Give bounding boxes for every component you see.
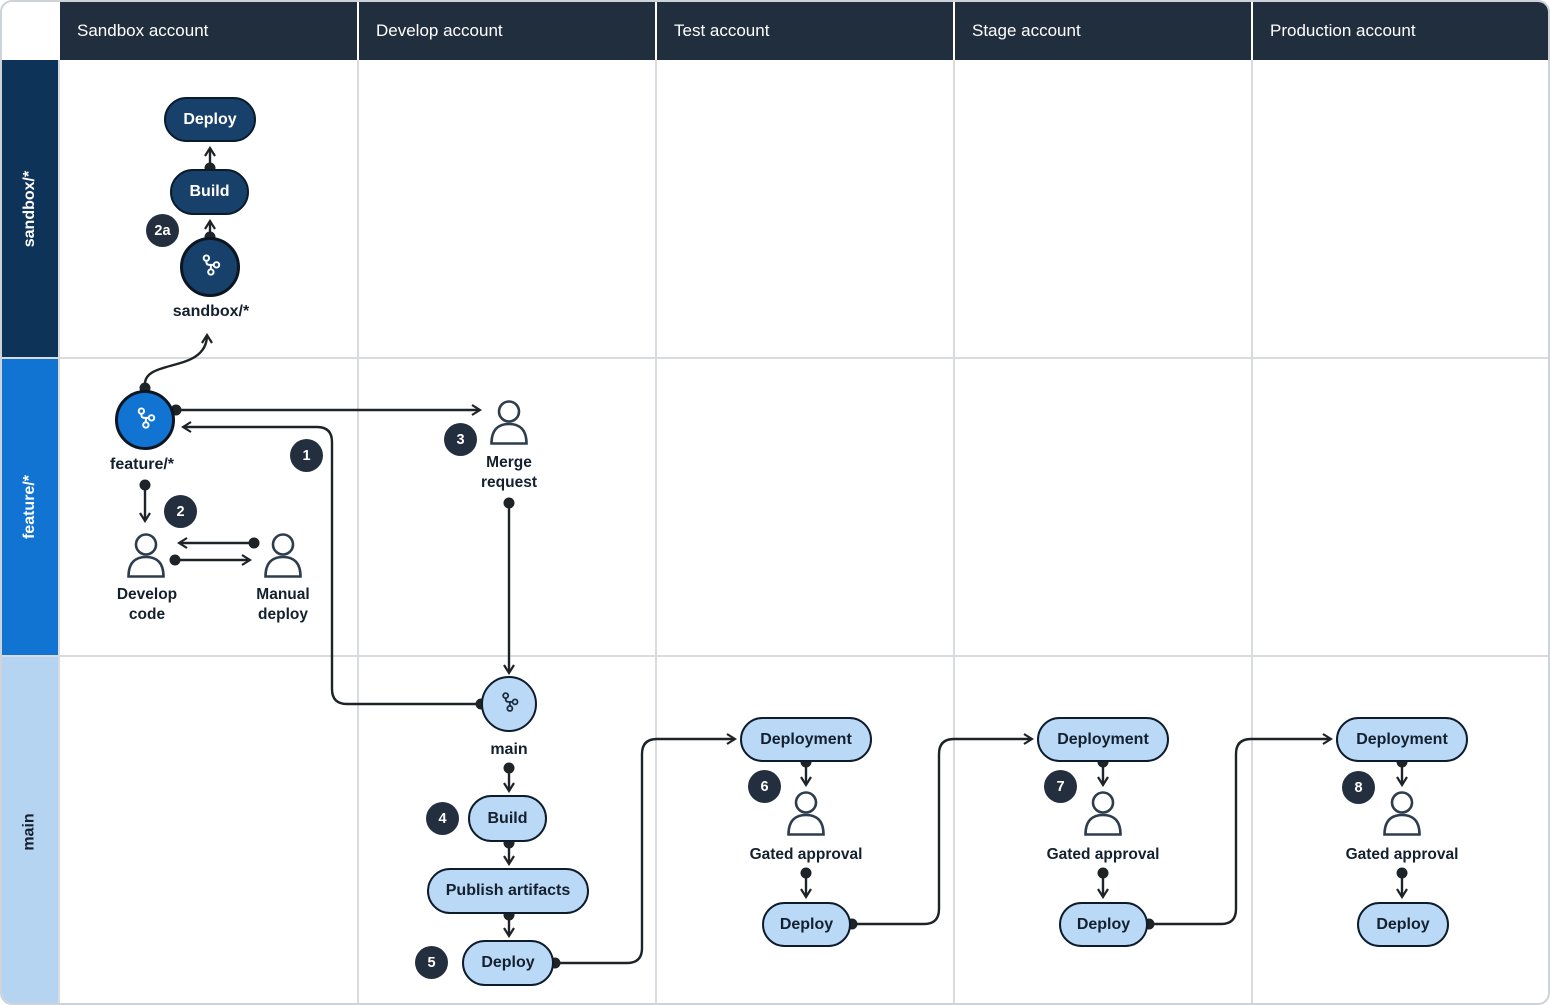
column-header-production-account: Production account (1253, 2, 1548, 60)
sandbox-build-node: Build (170, 169, 249, 215)
develop-code-user-icon (124, 531, 168, 584)
main-branch-label: main (490, 741, 528, 758)
feature-branch-node (115, 390, 175, 450)
main-build-node: Build (468, 795, 547, 842)
git-branch-icon (132, 404, 159, 436)
step-badge-5: 5 (415, 946, 448, 979)
row-label-feature-branch: feature/* (2, 359, 58, 655)
grid-line-vertical-labels (58, 60, 60, 1003)
edge-deploy-to-test-deployment (555, 739, 735, 965)
column-header-develop-account: Develop account (359, 2, 655, 60)
sandbox-branch-node (180, 237, 240, 297)
merge-request-user-icon (487, 398, 531, 451)
prod-deploy-node: Deploy (1357, 902, 1449, 947)
stage-approval-user-icon (1081, 789, 1125, 842)
merge-request-label: Merge request (481, 454, 537, 491)
grid-line-vertical-2 (655, 60, 657, 1003)
grid-line-vertical-4 (1251, 60, 1253, 1003)
stage-deployment-node: Deployment (1037, 717, 1169, 762)
feature-branch-label: feature/* (109, 456, 175, 473)
edge-main-to-feature-branch (183, 427, 481, 706)
step-badge-2: 2 (164, 495, 197, 528)
develop-code-label: Develop code (116, 586, 178, 623)
grid-line-vertical-1 (357, 60, 359, 1003)
manual-deploy-label: Manual deploy (256, 586, 310, 623)
prod-deployment-node: Deployment (1336, 717, 1468, 762)
step-badge-4: 4 (426, 802, 459, 835)
column-header-sandbox-account: Sandbox account (60, 2, 357, 60)
main-deploy-node: Deploy (462, 940, 554, 986)
stage-deploy-node: Deploy (1059, 902, 1148, 947)
stage-gated-approval-label: Gated approval (1046, 846, 1160, 863)
sandbox-branch-label: sandbox/* (172, 303, 250, 320)
test-gated-approval-label: Gated approval (749, 846, 863, 863)
edge-feature-to-sandbox-branch (143, 335, 207, 387)
row-label-sandbox-branch: sandbox/* (2, 60, 58, 357)
edge-stage-to-prod-deployment (1149, 739, 1331, 926)
main-branch-node (481, 676, 537, 732)
step-badge-6: 6 (748, 770, 781, 803)
step-badge-3: 3 (444, 423, 477, 456)
row-label-main-branch: main (2, 657, 58, 1003)
publish-artifacts-node: Publish artifacts (427, 868, 589, 914)
step-badge-2a: 2a (146, 214, 179, 247)
test-approval-user-icon (784, 789, 828, 842)
git-branch-icon (197, 251, 224, 283)
edge-start-dots (139, 162, 1408, 969)
step-badge-8: 8 (1342, 771, 1375, 804)
step-badge-1: 1 (290, 439, 323, 472)
test-deployment-node: Deployment (740, 717, 872, 762)
prod-gated-approval-label: Gated approval (1345, 846, 1459, 863)
grid-line-horizontal-1 (2, 357, 1548, 359)
prod-approval-user-icon (1380, 789, 1424, 842)
grid-line-horizontal-2 (2, 655, 1548, 657)
sandbox-deploy-node: Deploy (164, 97, 256, 142)
column-header-test-account: Test account (657, 2, 953, 60)
test-deploy-node: Deploy (762, 902, 851, 947)
column-header-stage-account: Stage account (955, 2, 1251, 60)
step-badge-7: 7 (1044, 770, 1077, 803)
grid-line-vertical-3 (953, 60, 955, 1003)
manual-deploy-user-icon (261, 531, 305, 584)
git-branch-icon (497, 689, 522, 719)
edge-test-to-stage-deployment (852, 739, 1032, 926)
